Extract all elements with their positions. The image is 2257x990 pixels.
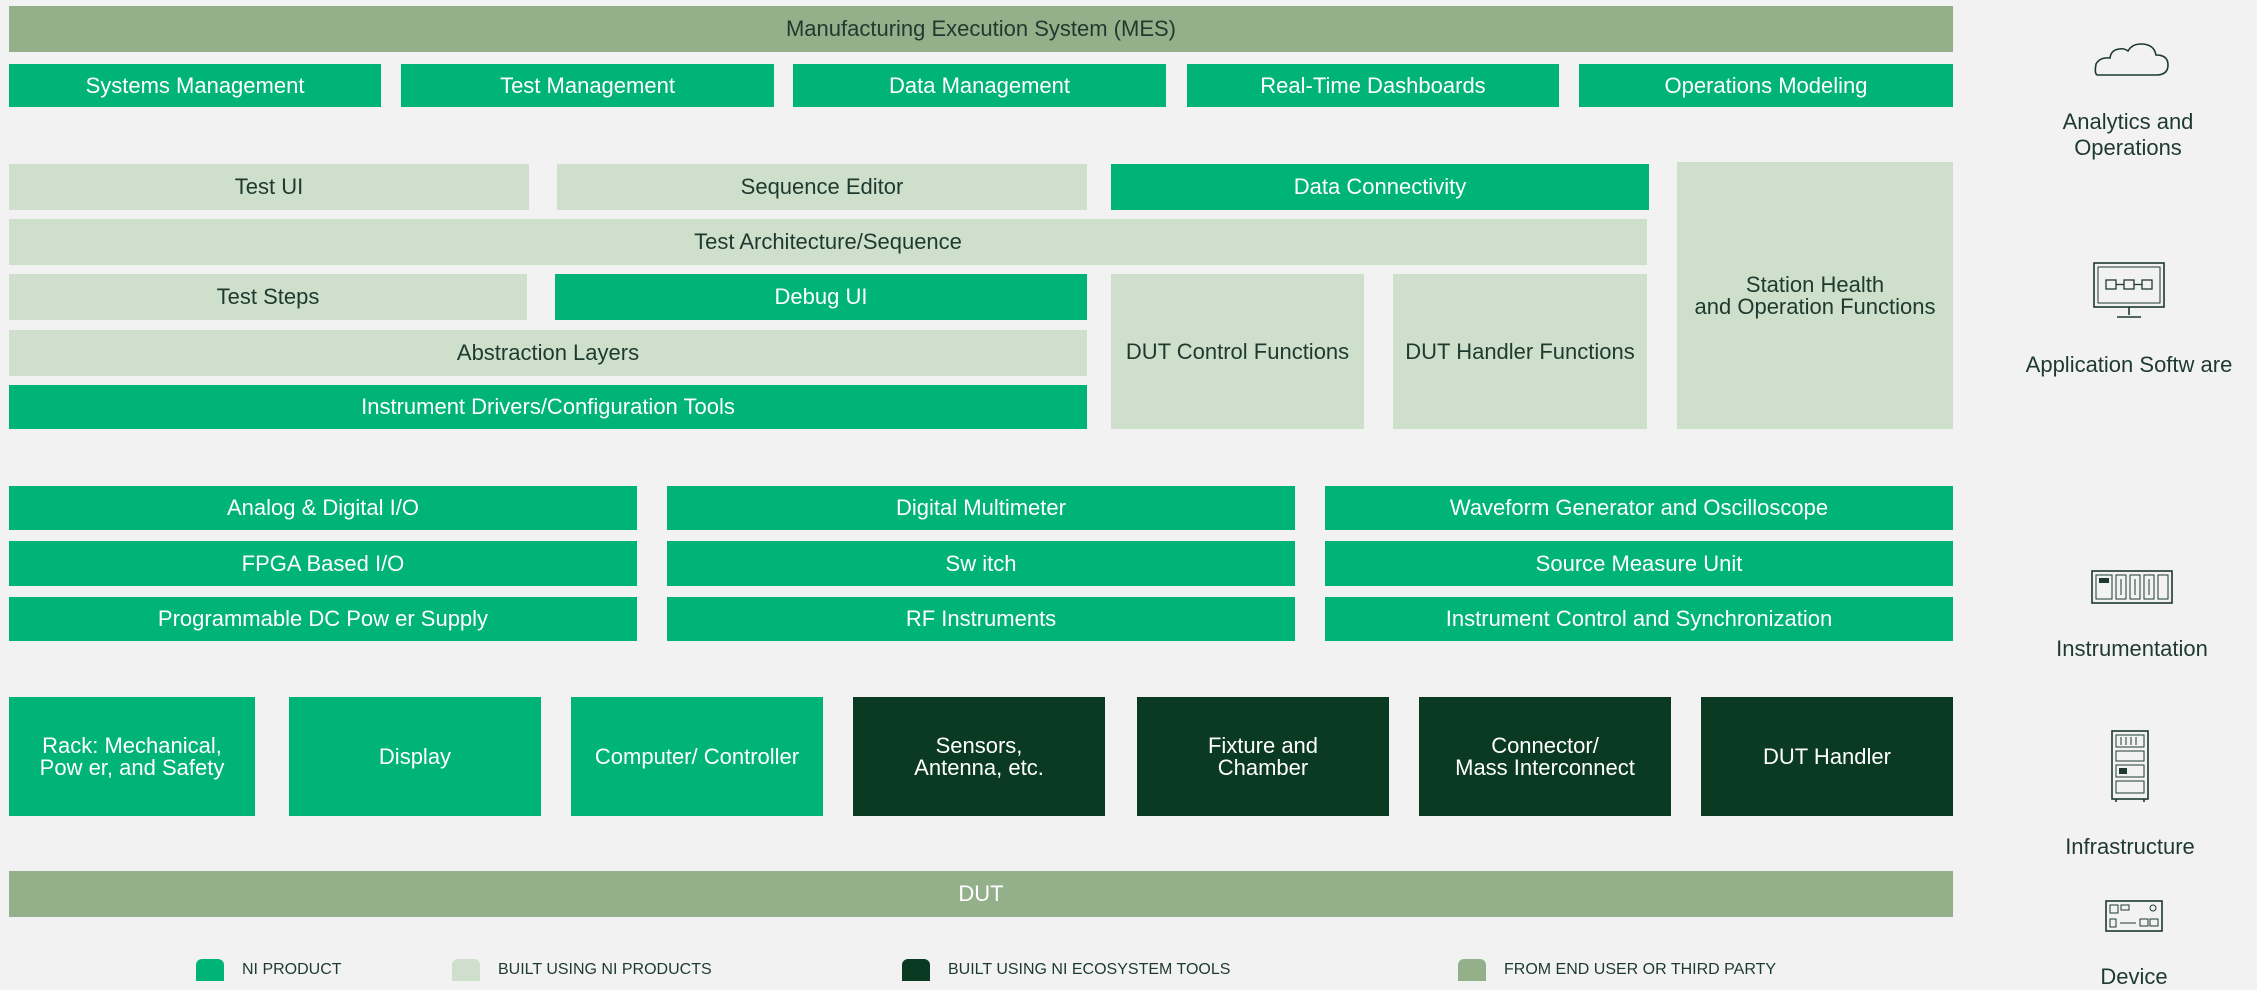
cabinet-icon [2111,730,2149,803]
legend-swatch-built-using-ni [452,959,480,981]
mes-data-management: Data Management [793,64,1166,107]
dut-control-functions-block: DUT Control Functions [1111,274,1364,429]
cloud-icon [2094,43,2169,77]
legend-label-ni-ecosystem: BUILT USING NI ECOSYSTEM TOOLS [948,961,1231,978]
side-device-label: Device [2100,963,2168,989]
mes-real-time-dashboards: Real-Time Dashboards [1187,64,1559,107]
switch-block: Sw itch [667,541,1295,586]
mes-operations-modeling: Operations Modeling [1579,64,1953,107]
legend-swatch-ni-ecosystem [902,959,930,981]
abstraction-layers-block: Abstraction Layers [9,330,1087,376]
legend-ni-product: NI PRODUCT [196,959,342,981]
dut-handler-block: DUT Handler [1701,697,1953,816]
test-architecture-block: Test Architecture/Sequence [9,219,1647,265]
side-infrastructure-label: Infrastructure [2065,833,2195,859]
display-block: Display [289,697,541,816]
legend-swatch-ni-product [196,959,224,981]
rack-block: Rack: Mechanical, Pow er, and Safety [9,697,255,816]
station-health-block: Station Health and Operation Functions [1677,162,1953,429]
legend-ni-ecosystem: BUILT USING NI ECOSYSTEM TOOLS [902,959,1230,981]
dut-banner: DUT [9,871,1953,917]
source-measure-unit-block: Source Measure Unit [1325,541,1953,586]
waveform-generator-block: Waveform Generator and Oscilloscope [1325,486,1953,530]
instrument-control-block: Instrument Control and Synchronization [1325,597,1953,641]
test-ui-block: Test UI [9,164,529,210]
monitor-icon [2093,262,2165,319]
rf-instruments-block: RF Instruments [667,597,1295,641]
side-infrastructure: Infrastructure [2042,703,2218,860]
connector-interconnect-block: Connector/ Mass Interconnect [1419,697,1671,816]
fpga-based-io-block: FPGA Based I/O [9,541,637,586]
sequence-editor-block: Sequence Editor [557,164,1087,210]
mes-systems-management: Systems Management [9,64,381,107]
instrument-drivers-block: Instrument Drivers/Configuration Tools [9,385,1087,429]
legend-label-ni-product: NI PRODUCT [242,961,342,978]
instrument-rack-icon [2091,570,2173,605]
side-device: Device [2062,873,2206,990]
computer-controller-block: Computer/ Controller [571,697,823,816]
legend-swatch-third-party [1458,959,1486,981]
legend-built-using-ni: BUILT USING NI PRODUCTS [452,959,712,981]
debug-ui-block: Debug UI [555,274,1087,320]
analog-digital-io-block: Analog & Digital I/O [9,486,637,530]
fixture-chamber-block: Fixture and Chamber [1137,697,1389,816]
side-analytics: Analytics and Operations [2030,14,2226,162]
side-analytics-label: Analytics and Operations [2062,108,2194,161]
side-application: Application Softw are [2014,235,2244,378]
legend-label-built-using-ni: BUILT USING NI PRODUCTS [498,961,712,978]
device-board-icon [2105,900,2163,933]
side-instrumentation: Instrumentation [2040,543,2224,662]
sensors-antenna-block: Sensors, Antenna, etc. [853,697,1105,816]
mes-banner: Manufacturing Execution System (MES) [9,6,1953,52]
side-application-label: Application Softw are [2025,351,2233,377]
test-steps-block: Test Steps [9,274,527,320]
legend-label-third-party: FROM END USER OR THIRD PARTY [1504,961,1777,978]
dc-power-supply-block: Programmable DC Pow er Supply [9,597,637,641]
side-instrumentation-label: Instrumentation [2056,635,2208,661]
dut-handler-functions-block: DUT Handler Functions [1393,274,1647,429]
legend-third-party: FROM END USER OR THIRD PARTY [1458,959,1776,981]
mes-test-management: Test Management [401,64,774,107]
data-connectivity-block: Data Connectivity [1111,164,1649,210]
digital-multimeter-block: Digital Multimeter [667,486,1295,530]
